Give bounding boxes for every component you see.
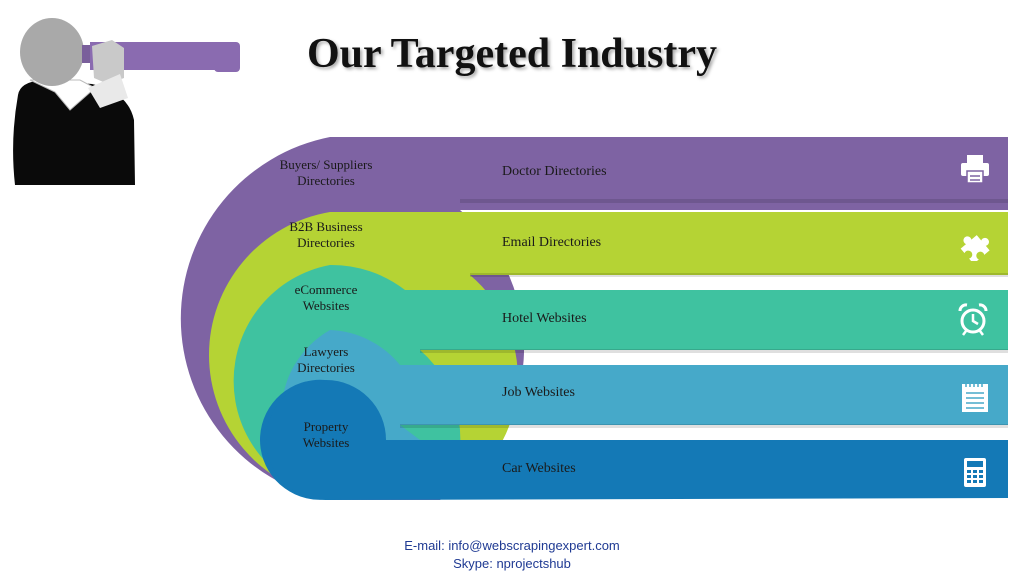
man-with-telescope-icon: [13, 18, 240, 185]
skype-label: Skype:: [453, 556, 493, 571]
band-shadows: [400, 199, 1008, 428]
email-link[interactable]: info@webscrapingexpert.com: [448, 538, 620, 553]
arc-label-ecommerce: eCommerce Websites: [294, 282, 358, 313]
band-label-hotel: Hotel Websites: [502, 311, 587, 326]
puzzle-icon: [960, 235, 990, 261]
arc-shapes: [180, 137, 1009, 500]
email-label: E-mail:: [404, 538, 445, 553]
band-label-doctor: Doctor Directories: [502, 164, 607, 179]
footer-skype: Skype: nprojectshub: [0, 556, 1024, 571]
band-label-car: Car Websites: [502, 461, 576, 476]
band-label-email: Email Directories: [502, 235, 602, 250]
arc-label-b2b: B2B Business Directories: [289, 219, 363, 250]
page-title: Our Targeted Industry: [307, 31, 717, 77]
band-label-job: Job Websites: [502, 385, 575, 400]
footer-email: E-mail: info@webscrapingexpert.com: [0, 538, 1024, 553]
arc-label-property: Property Websites: [302, 419, 350, 450]
calculator-icon: [964, 458, 986, 487]
arc-label-buyers-suppliers: Buyers/ Suppliers Directories: [279, 157, 373, 188]
notepad-icon: [962, 382, 988, 412]
skype-handle[interactable]: nprojectshub: [496, 556, 571, 571]
alarm-clock-icon: [958, 303, 988, 336]
arc-label-lawyers: Lawyers Directories: [297, 344, 355, 375]
printer-icon: [961, 155, 989, 184]
arc-shape-3: [233, 264, 1008, 497]
